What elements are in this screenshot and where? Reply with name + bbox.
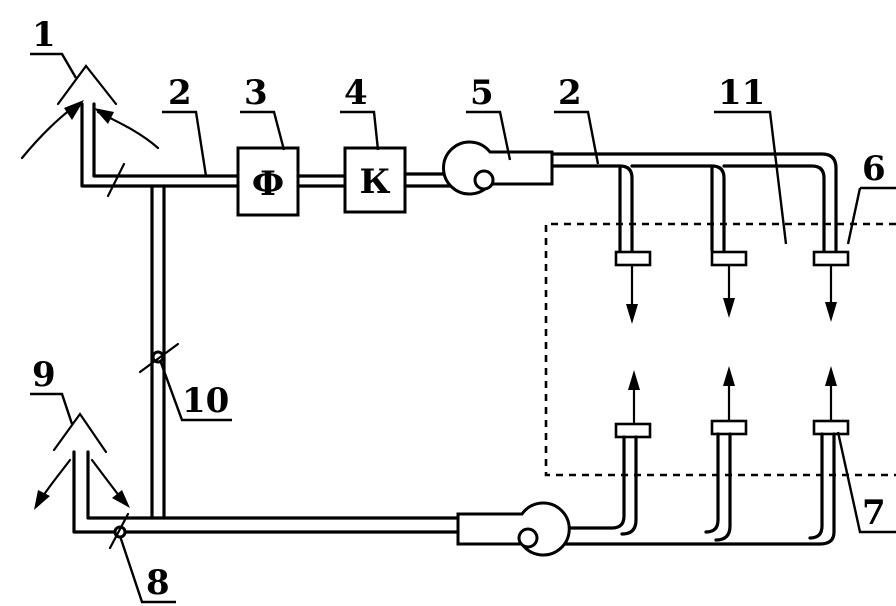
label-5: 5: [466, 73, 512, 161]
exhaust-fan: [456, 501, 571, 557]
supply-diffuser-1: [614, 250, 652, 324]
label-6: 6: [846, 149, 896, 245]
svg-text:6: 6: [862, 149, 886, 189]
svg-text:10: 10: [182, 381, 229, 421]
svg-text:9: 9: [32, 355, 56, 395]
label-3: 3: [240, 73, 286, 151]
exhaust-duct: [528, 432, 836, 546]
label-7: 7: [836, 431, 896, 534]
label-4: 4: [340, 73, 380, 151]
exhaust-grille-1: [614, 370, 652, 439]
exhaust-grille-2: [710, 366, 748, 436]
svg-text:4: 4: [344, 73, 368, 113]
cooler-block: К: [343, 146, 407, 214]
svg-text:1: 1: [32, 15, 56, 55]
svg-text:2: 2: [168, 73, 192, 113]
label-2-right: 2: [554, 73, 600, 165]
filter-label: Ф: [252, 164, 284, 204]
bypass-damper: [138, 342, 180, 374]
label-1: 1: [30, 15, 78, 79]
room-boundary: [544, 222, 896, 477]
bypass-duct: [150, 184, 166, 520]
svg-text:3: 3: [244, 73, 268, 113]
exhaust-damper: [108, 512, 130, 550]
svg-text:11: 11: [718, 73, 765, 113]
cooler-label: К: [360, 162, 391, 202]
supply-diffuser-2: [710, 250, 748, 318]
label-8: 8: [118, 535, 176, 604]
supply-fan: [442, 140, 554, 196]
svg-text:8: 8: [146, 563, 170, 603]
exhaust-outlet: [34, 412, 460, 534]
intake-damper: [106, 162, 126, 198]
svg-text:7: 7: [862, 493, 886, 533]
supply-duct: [550, 152, 838, 252]
svg-text:2: 2: [558, 73, 582, 113]
label-10: 10: [158, 359, 232, 422]
filter-block: Ф: [236, 146, 300, 217]
label-2-top: 2: [162, 73, 208, 177]
exhaust-grille-3: [812, 366, 850, 436]
duct-filter-cooler: [296, 174, 347, 188]
label-9: 9: [30, 355, 74, 425]
svg-text:5: 5: [470, 73, 494, 113]
supply-diffuser-3: [812, 250, 850, 322]
intake-hood: [20, 64, 240, 188]
label-11: 11: [714, 73, 788, 245]
